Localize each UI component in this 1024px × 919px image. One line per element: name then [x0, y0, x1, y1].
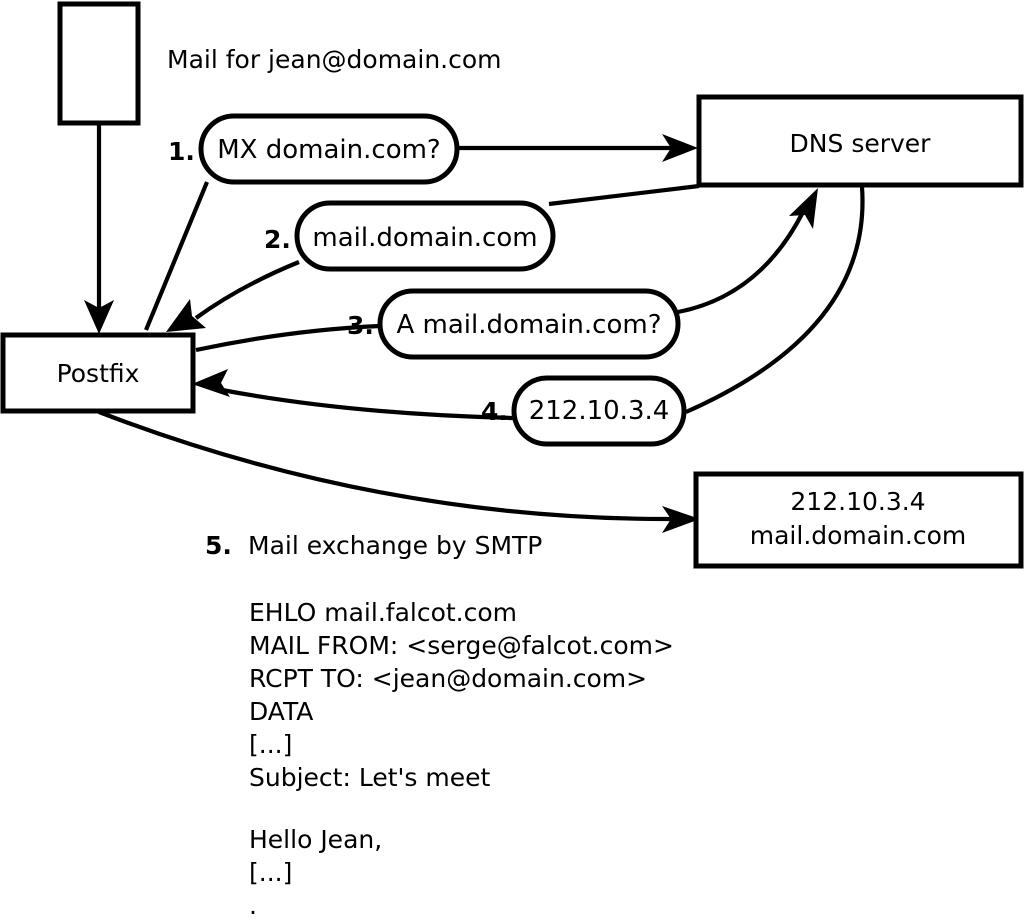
caption-mail-for: Mail for jean@domain.com [167, 45, 502, 74]
node-postfix-box[interactable] [0, 332, 196, 414]
edge-step2-to-postfix [166, 260, 300, 332]
step-2-number: 2. [264, 225, 291, 254]
node-mailhost-ip: 212.10.3.4 [790, 487, 925, 516]
smtp-line-subject: Subject: Let's meet [249, 763, 490, 792]
arrowhead-step4-postfix [192, 369, 230, 397]
node-sender-box[interactable] [57, 1, 141, 126]
node-mailhost[interactable]: 212.10.3.4 mail.domain.com [693, 471, 1024, 569]
edge-sender-to-postfix [84, 124, 114, 334]
smtp-line-ellipsis-2: [...] [249, 858, 292, 887]
node-postfix-label: Postfix [57, 359, 140, 388]
step-2-group[interactable]: 2. mail.domain.com [264, 200, 556, 272]
edge-postfix-to-step1 [144, 181, 209, 331]
step-4-group[interactable]: 4. 212.10.3.4 [481, 375, 687, 447]
step-4-label: 212.10.3.4 [529, 396, 670, 426]
step-5-label: Mail exchange by SMTP [248, 531, 542, 560]
arrowhead-step1-dns [662, 134, 698, 162]
step-4-number: 4. [481, 397, 508, 426]
node-postfix[interactable]: Postfix [0, 332, 196, 414]
smtp-line-greeting: Hello Jean, [249, 825, 382, 854]
node-dns-server[interactable]: DNS server [696, 94, 1024, 188]
smtp-transcript: EHLO mail.falcot.com MAIL FROM: <serge@f… [249, 598, 674, 919]
arrowhead-step3-dns [789, 188, 818, 229]
edge-step3-to-dns [677, 188, 818, 315]
arrowhead-step2-postfix [166, 299, 206, 332]
step-1-number: 1. [168, 137, 195, 166]
smtp-line-data: DATA [249, 697, 313, 726]
edge-step5-postfix-to-mailhost [98, 410, 700, 533]
step-3-label: A mail.domain.com? [397, 310, 662, 340]
edge-step1-to-dns [458, 134, 698, 162]
step-3-pill[interactable] [377, 288, 681, 360]
smtp-line-ellipsis-1: [...] [249, 730, 292, 759]
smtp-line-mail-from: MAIL FROM: <serge@falcot.com> [249, 631, 674, 660]
edge-postfix-to-step3 [195, 323, 381, 353]
edge-dns-to-step2 [548, 183, 700, 207]
arrowhead-step5-mailhost [662, 506, 700, 533]
step-2-pill[interactable] [294, 200, 556, 272]
step-4-pill[interactable] [511, 375, 687, 447]
step-3-number: 3. [347, 311, 374, 340]
step-1-group[interactable]: 1. MX domain.com? [168, 113, 460, 185]
arrowhead-sender-postfix [84, 300, 114, 334]
node-dns-server-box[interactable] [696, 94, 1024, 188]
step-5-group: 5. Mail exchange by SMTP [205, 531, 542, 560]
step-5-number: 5. [205, 531, 232, 560]
smtp-line-end-of-data: . [249, 891, 257, 919]
step-1-pill[interactable] [198, 113, 460, 185]
edge-step4-to-postfix [192, 369, 514, 421]
step-3-group[interactable]: 3. A mail.domain.com? [347, 288, 681, 360]
node-mailhost-box[interactable] [693, 471, 1024, 569]
step-2-label: mail.domain.com [312, 223, 537, 253]
step-1-label: MX domain.com? [217, 135, 440, 165]
node-mailhost-hostname: mail.domain.com [750, 521, 966, 550]
smtp-line-ehlo: EHLO mail.falcot.com [249, 598, 517, 627]
smtp-line-rcpt-to: RCPT TO: <jean@domain.com> [249, 664, 647, 693]
edge-dns-to-step4 [685, 186, 865, 414]
node-dns-server-label: DNS server [790, 129, 932, 158]
